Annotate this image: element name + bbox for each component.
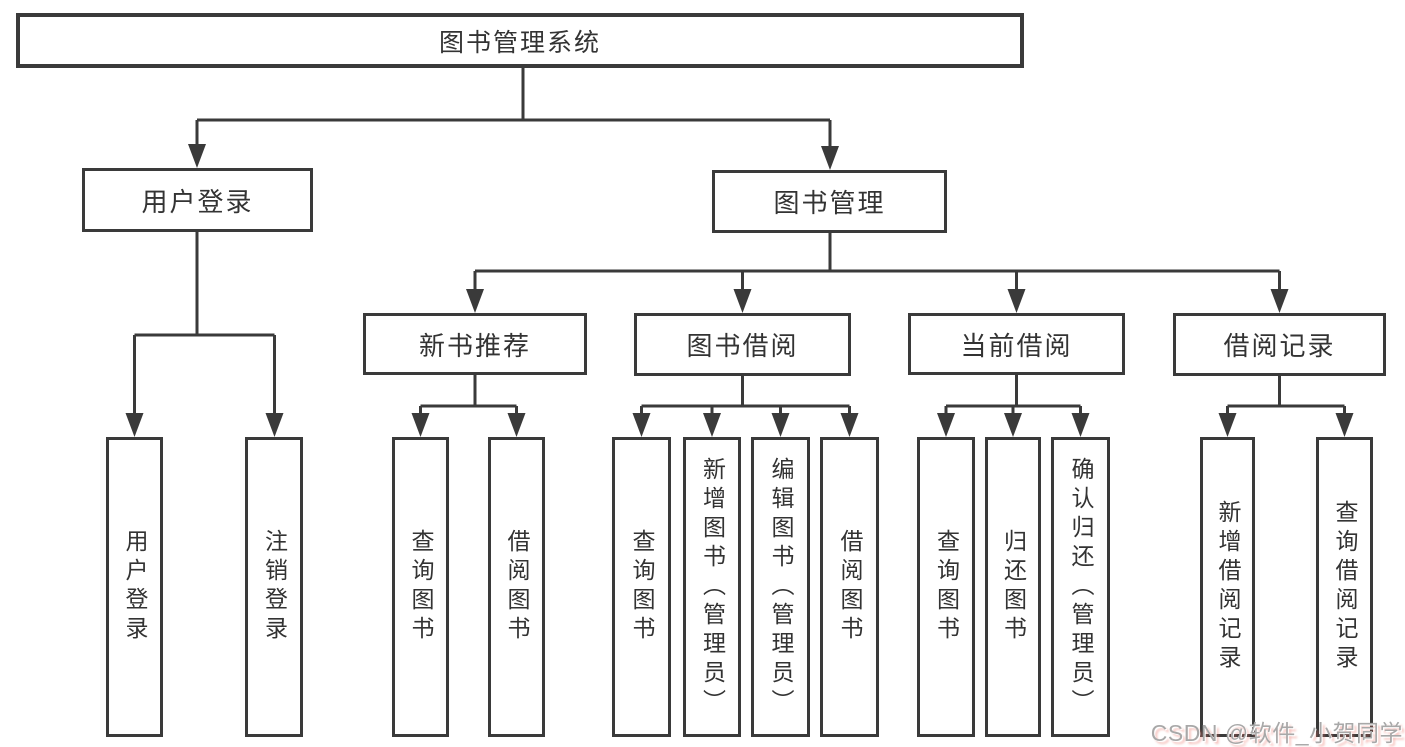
node-book-management-label: 图书管理 <box>773 188 886 218</box>
leaf-borrow-books: 借阅图书 <box>820 437 879 737</box>
leaf-recommend-query-books: 查询图书 <box>392 437 449 737</box>
leaf-edit-books-admin: 编辑图书（管理员） <box>751 437 810 737</box>
node-user-login: 用户登录 <box>82 168 313 232</box>
leaf-user-login-label: 用户登录 <box>122 529 148 645</box>
node-user-login-label: 用户登录 <box>141 186 254 217</box>
node-current-borrow: 当前借阅 <box>908 313 1125 375</box>
connector-borrow-records-children <box>1226 376 1346 417</box>
leaf-add-books-admin: 新增图书（管理员） <box>683 437 741 737</box>
node-current-borrow-label: 当前借阅 <box>960 330 1073 361</box>
leaf-add-books-admin-label: 新增图书（管理员） <box>699 456 726 718</box>
node-borrow-records-label: 借阅记录 <box>1223 331 1336 361</box>
leaf-logout-label: 注销登录 <box>261 529 288 645</box>
leaf-borrow-query-books-label: 查询图书 <box>629 529 655 645</box>
leaf-query-borrow-record-label: 查询借阅记录 <box>1332 500 1358 674</box>
node-book-borrow: 图书借阅 <box>634 313 851 376</box>
node-new-book-recommend-label: 新书推荐 <box>418 330 531 361</box>
leaf-recommend-borrow-books: 借阅图书 <box>488 437 545 737</box>
connector-book-borrow-children <box>640 376 851 417</box>
leaf-add-borrow-record: 新增借阅记录 <box>1200 437 1255 737</box>
node-root-label: 图书管理系统 <box>438 28 601 57</box>
leaf-query-borrow-record: 查询借阅记录 <box>1316 437 1373 737</box>
leaf-current-query-books: 查询图书 <box>917 437 975 737</box>
connector-new-book-children <box>419 375 518 417</box>
node-borrow-records: 借阅记录 <box>1173 313 1386 376</box>
leaf-confirm-return-admin-label: 确认归还（管理员） <box>1068 456 1094 718</box>
watermark: CSDN @软件_小贺同学 <box>1150 720 1403 746</box>
node-book-borrow-label: 图书借阅 <box>686 331 799 361</box>
leaf-edit-books-admin-label: 编辑图书（管理员） <box>768 456 794 718</box>
leaf-recommend-query-books-label: 查询图书 <box>408 529 434 645</box>
leaf-return-books-label: 归还图书 <box>1000 529 1027 645</box>
leaf-user-login: 用户登录 <box>106 437 163 737</box>
leaf-recommend-borrow-books-label: 借阅图书 <box>504 529 530 645</box>
connector-book-management-children <box>473 233 1281 293</box>
node-root: 图书管理系统 <box>16 13 1024 68</box>
leaf-borrow-books-label: 借阅图书 <box>837 529 863 645</box>
connector-user-login-children <box>133 232 276 417</box>
node-book-management: 图书管理 <box>712 170 947 233</box>
leaf-current-query-books-label: 查询图书 <box>933 529 960 645</box>
leaf-confirm-return-admin: 确认归还（管理员） <box>1051 437 1110 737</box>
connector-current-borrow-children <box>944 375 1082 417</box>
leaf-return-books: 归还图书 <box>985 437 1041 737</box>
connector-root-to-level2 <box>195 68 832 150</box>
leaf-logout: 注销登录 <box>245 437 303 737</box>
node-new-book-recommend: 新书推荐 <box>363 313 587 375</box>
leaf-borrow-query-books: 查询图书 <box>612 437 671 737</box>
leaf-add-borrow-record-label: 新增借阅记录 <box>1215 500 1241 674</box>
